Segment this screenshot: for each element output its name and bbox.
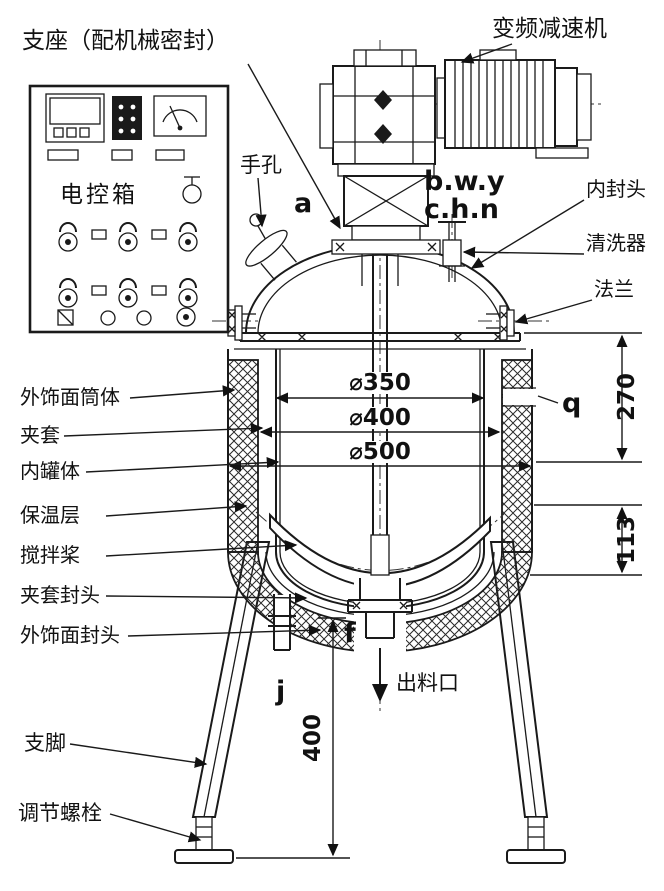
leader-lines (63, 43, 593, 843)
label-adjusting-bolt: 调节螺栓 (18, 801, 102, 825)
label-insulation: 保温层 (20, 503, 80, 527)
insulation-band-left (227, 359, 259, 553)
drive-assembly (319, 49, 592, 286)
label-agitator: 搅拌桨 (20, 543, 80, 567)
mark-a: a (294, 188, 312, 219)
control-knob-row-1 (58, 222, 198, 252)
dim-113: 113 (614, 516, 640, 564)
insulation-band-right (501, 359, 533, 553)
leader-jacket-head (105, 592, 308, 604)
label-jacket: 夹套 (20, 423, 60, 447)
drive-stand-and-seal (331, 163, 441, 286)
leader-agitator (105, 540, 298, 557)
bottom-head-insulation (227, 551, 533, 653)
mount-base-flange (331, 239, 441, 255)
paddle-blade (269, 512, 491, 589)
base-plate-right (506, 849, 566, 864)
side-nozzle-left (227, 305, 256, 341)
paddle-hub (370, 534, 390, 576)
hand-hole-handle (249, 213, 263, 227)
leader-inner-head (470, 199, 585, 269)
label-hand-hole: 手孔 (240, 153, 282, 177)
leader-insulation (105, 501, 248, 517)
control-box-panel (28, 84, 230, 334)
motor-end-cap (554, 67, 578, 147)
flange-bolts (257, 332, 503, 342)
motor-fan-cowl (576, 73, 592, 141)
motor-fins (454, 60, 544, 148)
side-nozzle-right (486, 305, 515, 341)
label-discharge-outlet: 出料口 (396, 671, 459, 695)
valve-icon (182, 176, 202, 204)
dimensions (228, 332, 642, 859)
dim-400v: 400 (300, 714, 326, 762)
leader-adjusting-bolt (109, 813, 202, 843)
gearbox-mark-bottom (374, 124, 392, 144)
mark-j: j (275, 676, 285, 707)
foot-left (174, 816, 234, 864)
label-support-leg: 支脚 (24, 731, 66, 755)
mark-chn: c.h.n (424, 194, 499, 225)
motor-body (436, 49, 592, 159)
mark-f: f (344, 618, 356, 649)
drain-nozzle-j (268, 594, 296, 651)
control-knob-row-2 (58, 278, 198, 308)
meter-display-1 (45, 93, 105, 143)
gear-reducer (319, 49, 436, 165)
label-flange: 法兰 (594, 277, 634, 301)
dim-500: ⌀500 (349, 439, 411, 465)
base-plate-left (174, 849, 234, 864)
control-box-label: 电控箱 (60, 182, 138, 208)
leader-outer-cylinder (129, 385, 236, 399)
leader-q (537, 395, 559, 404)
label-outer-head: 外饰面封头 (20, 623, 120, 647)
label-jacket-head: 夹套封头 (20, 583, 100, 607)
discharge-nozzle (347, 578, 413, 654)
motor-foot (535, 147, 589, 159)
leader-support-seal (247, 63, 341, 230)
hand-hole-assembly (245, 213, 297, 281)
inner-head-curve-top (257, 254, 503, 334)
leader-cleaner (462, 246, 585, 258)
leader-outer-head (127, 624, 322, 637)
control-bottom-row (57, 307, 196, 327)
motor-terminal-box (479, 49, 517, 61)
leader-jacket (63, 422, 264, 437)
q-nozzle (502, 387, 536, 407)
dim-350: ⌀350 (349, 370, 411, 396)
foot-right (506, 816, 566, 864)
hand-hole-cover (245, 229, 288, 267)
cleaner-assembly (438, 221, 466, 282)
leader-inner-tank (85, 456, 280, 473)
dim-400: ⌀400 (349, 405, 411, 431)
label-outer-cylinder: 外饰面筒体 (20, 385, 120, 409)
leader-hand-hole (255, 177, 267, 228)
electric-control-box: 电控箱 (28, 84, 230, 334)
main-flange (234, 332, 526, 350)
labels: 支座（配机械密封） 变频减速机 手孔 a b.w.y c.h.n 内封头 清洗器… (18, 16, 646, 825)
top-head (227, 213, 526, 350)
label-support-seal: 支座（配机械密封） (22, 28, 229, 54)
leader-flange (514, 299, 593, 325)
mechanical-seal-housing (351, 225, 421, 241)
label-inner-tank: 内罐体 (20, 459, 80, 483)
label-vfd-reducer: 变频减速机 (492, 16, 607, 42)
label-cleaner: 清洗器 (586, 231, 646, 255)
meter-gauge (153, 95, 207, 137)
label-inner-head: 内封头 (586, 177, 646, 201)
gearbox-mark-top (374, 90, 392, 110)
mark-q: q (562, 388, 581, 419)
dim-270: 270 (614, 373, 640, 421)
mark-bwy: b.w.y (424, 166, 505, 197)
meter-display-2 (112, 96, 142, 140)
leader-support-leg (69, 743, 208, 768)
leader-vfd-reducer (460, 43, 513, 64)
